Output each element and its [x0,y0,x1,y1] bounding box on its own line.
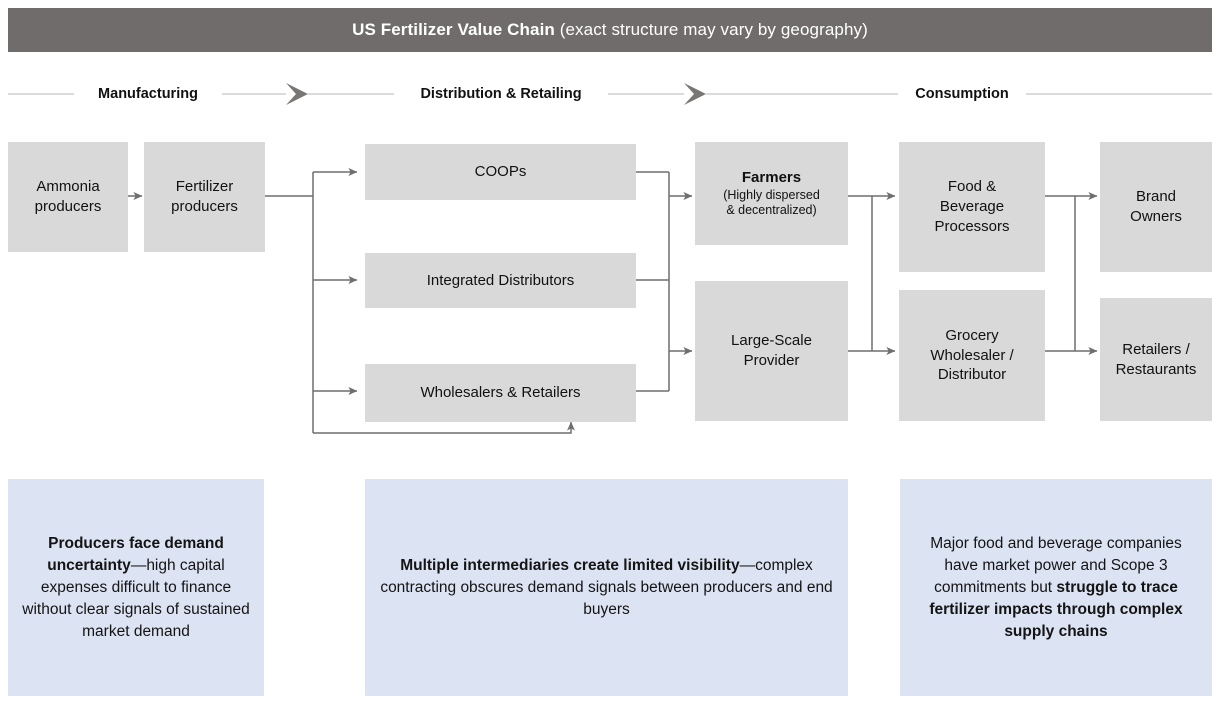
callout-consumption-text: Major food and beverage companies have m… [912,533,1200,643]
node-retailers-restaurants[interactable]: Retailers / Restaurants [1100,298,1212,421]
node-brand-owners[interactable]: Brand Owners [1100,142,1212,272]
node-farmers-subtitle: (Highly dispersed & decentralized) [723,187,820,218]
chevron-right-icon-1 [286,83,308,105]
callout-consumption: Major food and beverage companies have m… [900,479,1212,696]
node-grocery-wholesaler-label: Grocery Wholesaler / Distributor [930,326,1014,384]
node-integrated-distributors[interactable]: Integrated Distributors [365,253,636,308]
node-retailers-restaurants-label: Retailers / Restaurants [1115,340,1197,378]
node-large-scale-provider-label: Large-Scale Provider [731,332,812,369]
node-brand-owners-label: Brand Owners [1130,188,1182,225]
callout-distribution-bold: Multiple intermediaries create limited v… [400,556,740,574]
node-farmers[interactable]: Farmers (Highly dispersed & decentralize… [695,142,848,245]
callout-manufacturing: Producers face demand uncertainty—high c… [8,479,264,696]
callout-distribution-rest: —complex contracting obscures demand sig… [380,556,833,618]
phase-label-consumption: Consumption [915,86,1009,102]
callout-distribution-text: Multiple intermediaries create limited v… [377,555,836,621]
phase-label-distribution-retailing: Distribution & Retailing [420,86,582,102]
callout-consumption-rest: Major food and beverage companies have m… [930,534,1182,596]
edge-feedback-loop-to-wholesalers [313,421,575,434]
node-grocery-wholesaler[interactable]: Grocery Wholesaler / Distributor [899,290,1045,421]
node-food-beverage-processors-label: Food & Beverage Processors [934,178,1010,235]
page-title: US Fertilizer Value Chain (exact structu… [352,20,868,40]
phase-band-rules [8,83,1212,105]
callout-consumption-bold: struggle to trace fertilizer impacts thr… [929,578,1183,640]
page-title-strong: US Fertilizer Value Chain [352,20,555,39]
phase-label-manufacturing: Manufacturing [98,86,198,102]
page-title-bar: US Fertilizer Value Chain (exact structu… [8,8,1212,52]
callout-manufacturing-text: Producers face demand uncertainty—high c… [20,533,252,643]
phase-band: Manufacturing Distribution & Retailing C… [0,76,1220,112]
node-wholesalers-retailers[interactable]: Wholesalers & Retailers [365,364,636,422]
node-large-scale-provider[interactable]: Large-Scale Provider [695,281,848,421]
chevron-right-icon-2 [684,83,706,105]
node-coops-label: COOPs [474,163,527,181]
page-title-light: (exact structure may vary by geography) [554,20,868,39]
callout-distribution: Multiple intermediaries create limited v… [365,479,848,696]
node-ammonia-producers[interactable]: Ammonia producers [8,142,128,252]
node-coops[interactable]: COOPs [365,144,636,200]
node-wholesalers-retailers-label: Wholesalers & Retailers [420,384,581,402]
callout-manufacturing-rest: —high capital expenses difficult to fina… [22,556,250,640]
node-fertilizer-producers[interactable]: Fertilizer producers [144,142,265,252]
node-fertilizer-producers-label: Fertilizer producers [171,178,238,215]
node-farmers-title: Farmers [741,168,802,186]
node-food-beverage-processors[interactable]: Food & Beverage Processors [899,142,1045,272]
node-integrated-distributors-label: Integrated Distributors [426,271,575,289]
node-ammonia-producers-label: Ammonia producers [34,178,102,215]
callout-manufacturing-bold: Producers face demand uncertainty [47,534,224,574]
